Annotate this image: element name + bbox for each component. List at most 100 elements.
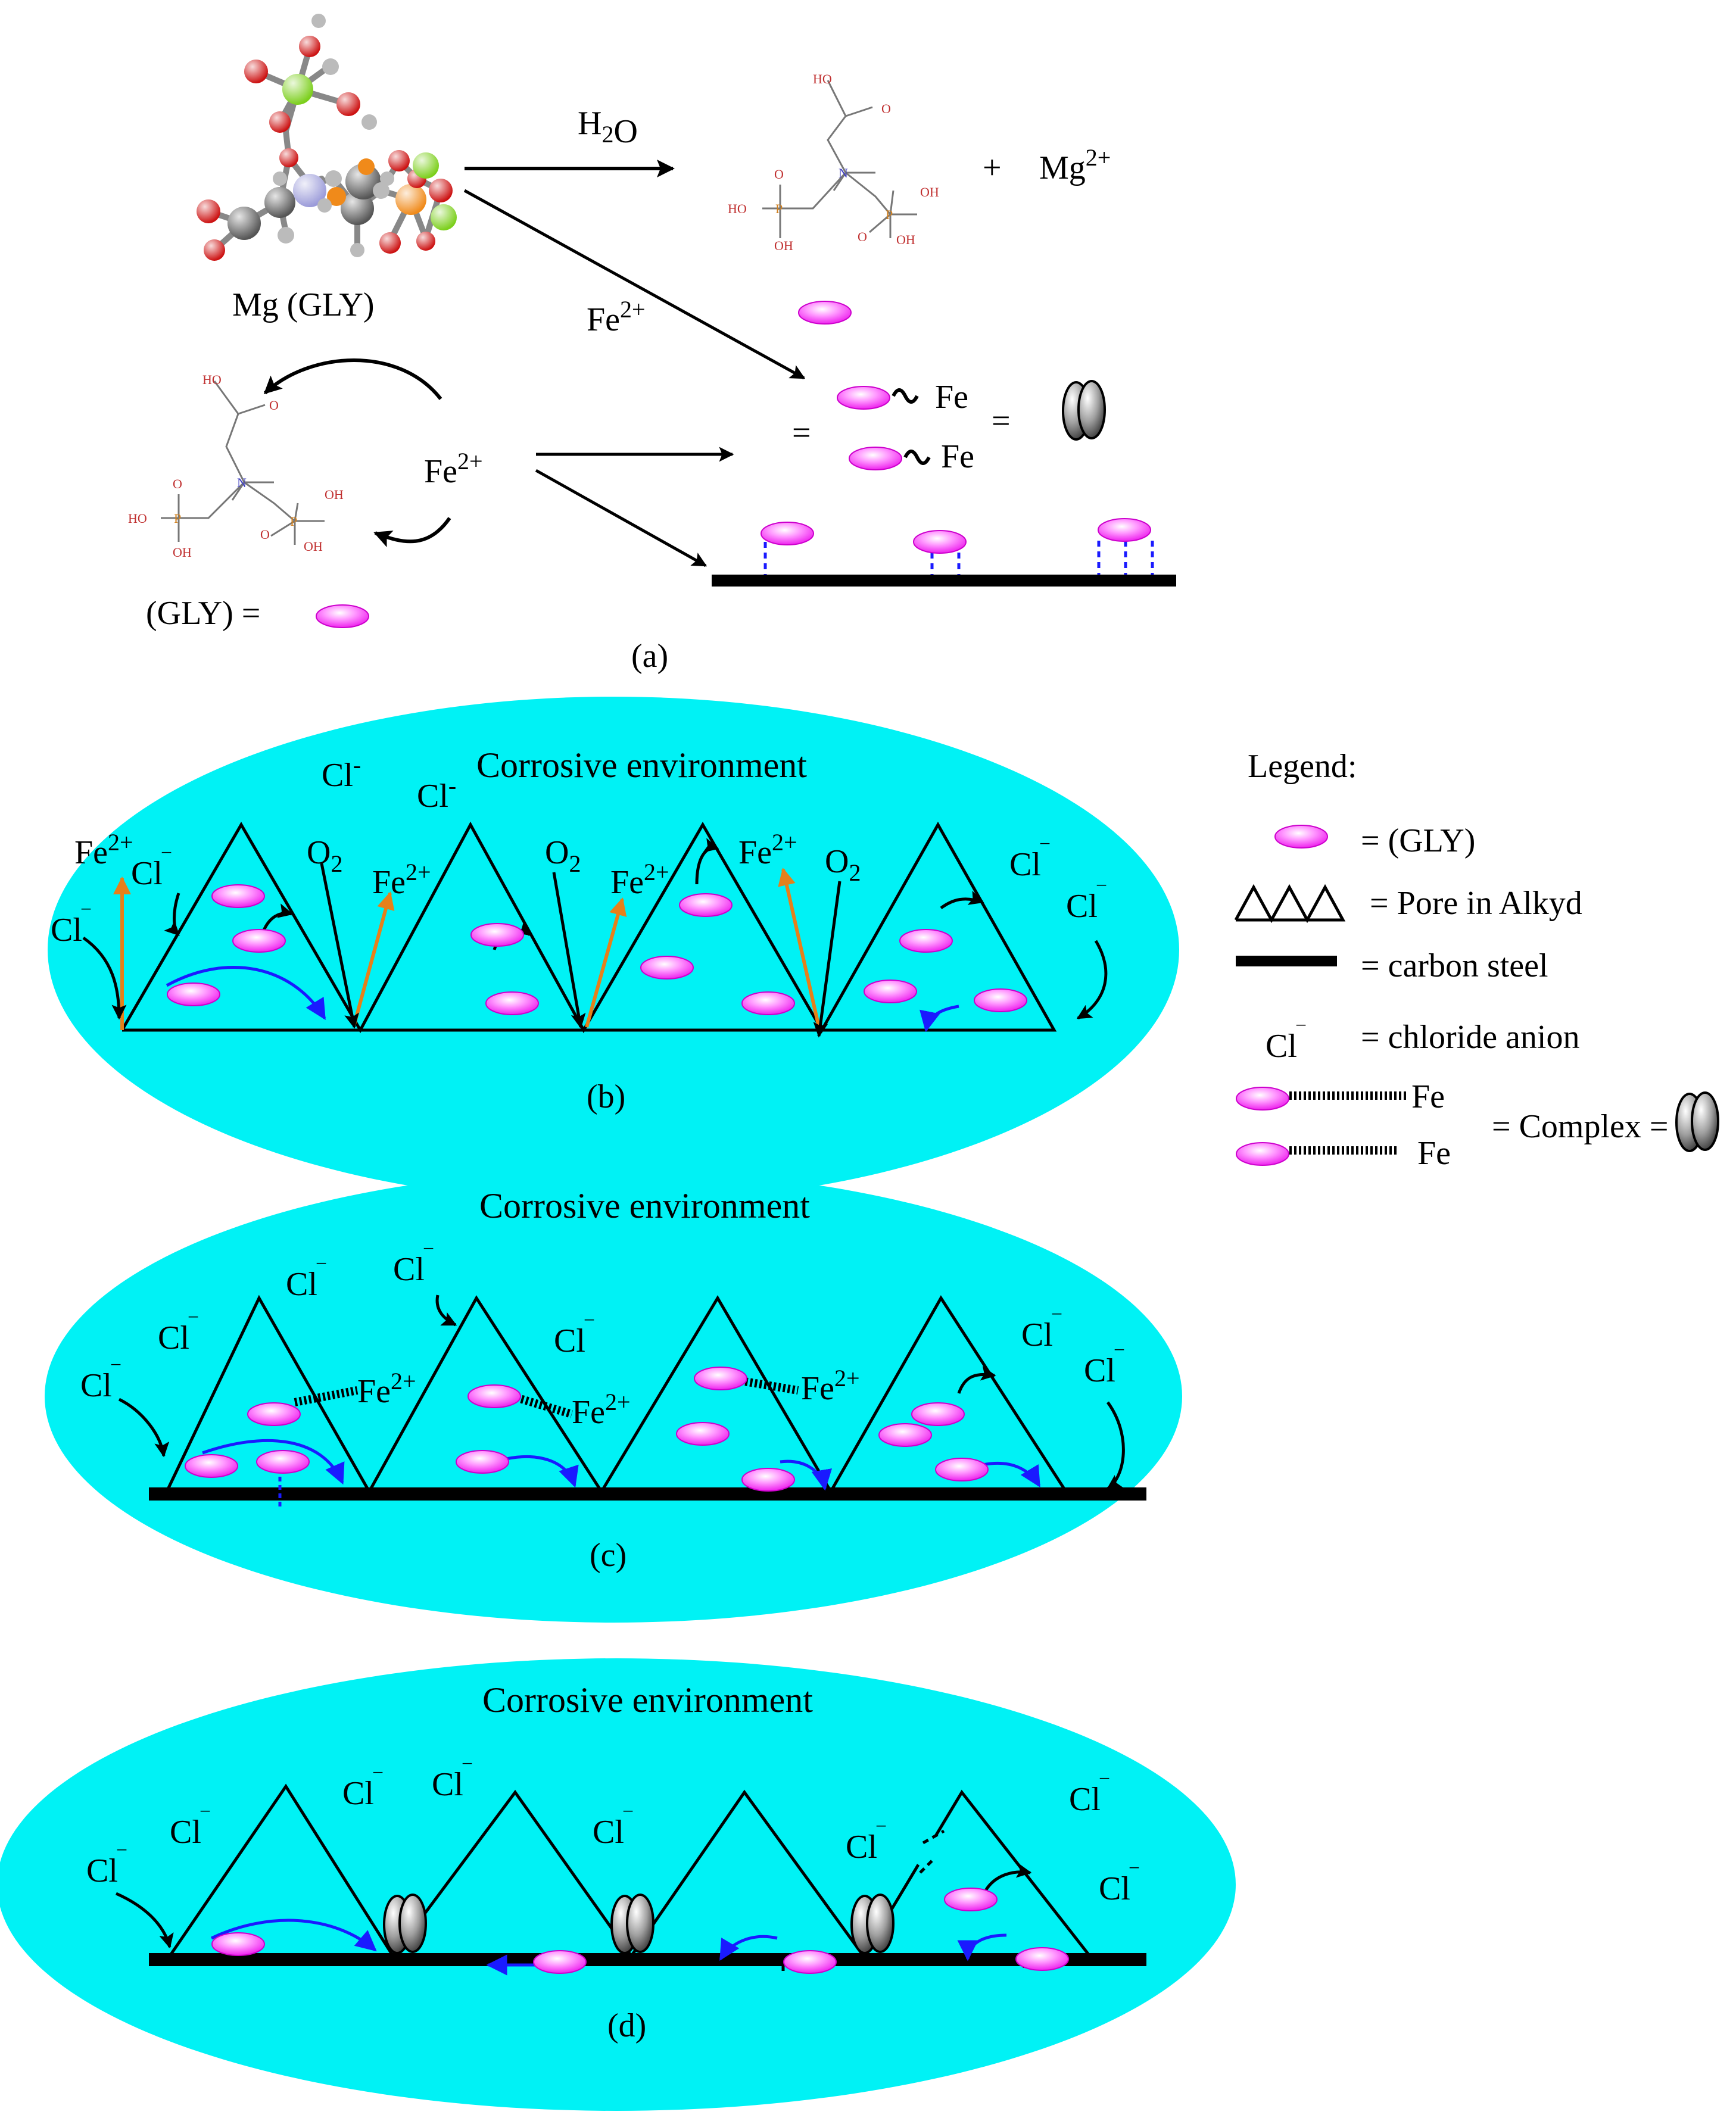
gly-ellipse	[798, 301, 852, 325]
environment-label-c: Corrosive environment	[479, 1186, 810, 1225]
panel-c-label: (c)	[590, 1537, 627, 1574]
equals-sign-2: =	[992, 403, 1011, 439]
oxygen-labels-b: O2 O2 O2	[307, 834, 861, 886]
chelation-arrow-top	[263, 358, 442, 400]
water-label: H2O	[578, 105, 638, 150]
svg-text:Cl‾: Cl‾	[80, 1362, 121, 1404]
fe-labels-b: Fe2+ Fe2+ Fe2+ Fe2+	[74, 829, 797, 901]
oxygen-arrows-b	[82, 838, 1108, 1038]
svg-text:Fe2+: Fe2+	[610, 859, 669, 901]
legend-complex-icon	[1675, 1091, 1719, 1152]
svg-text:Cl‾: Cl‾	[846, 1823, 886, 1866]
gly-ellipse	[316, 604, 369, 628]
fe-labels-c: Fe2+ Fe2+ Fe2+	[357, 1365, 860, 1431]
complex-icon	[1062, 380, 1106, 441]
svg-text:O: O	[881, 101, 891, 116]
svg-text:O2: O2	[825, 843, 861, 886]
svg-text:Cl‾: Cl‾	[1066, 882, 1107, 925]
svg-text:Cl‾: Cl‾	[342, 1770, 383, 1812]
wavy-bond-icon	[903, 450, 931, 465]
environment-label-d: Corrosive environment	[482, 1680, 813, 1720]
wavy-bond-icon	[892, 388, 919, 404]
panel-d-label: (d)	[607, 2007, 646, 2044]
panel-c: Corrosive environment Cl‾ Cl‾ Cl‾ Cl‾ Cl…	[45, 1170, 1182, 1623]
legend-pore-icon	[1234, 884, 1346, 924]
breach-dashes	[919, 1829, 945, 1874]
svg-text:Cl‾: Cl‾	[1084, 1347, 1124, 1389]
glyphosate-atoms-top: HO O N O P HO OH P OH O OH	[728, 71, 939, 253]
glyphosate-atoms-left: HO O N O P HO OH P OH O OH	[128, 372, 344, 560]
glyphosate-structure-top	[762, 80, 917, 238]
svg-text:Cl‾: Cl‾	[170, 1808, 210, 1851]
svg-text:P: P	[775, 201, 783, 216]
svg-text:HO: HO	[728, 201, 747, 216]
legend-pore-label: = Pore in Alkyd	[1370, 885, 1582, 922]
svg-text:Cl‾: Cl‾	[393, 1246, 434, 1288]
panel-a: Mg (GLY) H2O HO O N O P HO OH P OH	[128, 14, 1176, 675]
equals-sign-1: =	[792, 414, 811, 451]
svg-text:Fe2+: Fe2+	[738, 829, 797, 871]
svg-text:HO: HO	[813, 71, 832, 86]
panel-d: Corrosive environment Cl‾ Cl‾ Cl‾ Cl‾ Cl…	[0, 1658, 1236, 2111]
svg-text:OH: OH	[325, 487, 344, 502]
svg-text:Cl‾: Cl‾	[1009, 841, 1050, 883]
svg-text:O: O	[173, 476, 182, 491]
legend: Legend: = (GLY) = Pore in Alkyd = carbon…	[1234, 748, 1719, 1172]
blue-arrows-c	[202, 1439, 1041, 1491]
legend-title: Legend:	[1248, 748, 1357, 785]
fe-ion-label-left: Fe2+	[424, 448, 483, 490]
svg-text:P: P	[174, 511, 181, 526]
plus-sign: +	[983, 149, 1002, 186]
svg-text:OH: OH	[896, 232, 915, 247]
svg-text:O2: O2	[307, 834, 342, 877]
svg-text:Cl-: Cl-	[417, 772, 456, 815]
svg-text:Cl‾: Cl‾	[554, 1317, 594, 1359]
panel-a-label: (a)	[631, 638, 668, 675]
corrosive-environment-b	[48, 697, 1179, 1203]
blue-diffusion-arrows-b	[166, 966, 959, 1033]
svg-text:O: O	[774, 167, 784, 182]
svg-text:Cl-: Cl-	[322, 751, 361, 794]
glyphosate-structure-left	[161, 380, 325, 545]
mg-gly-molecule-model	[197, 14, 457, 261]
panel-b: Corrosive environment Cl- Cl- Cl‾ Cl‾ Cl…	[48, 697, 1179, 1203]
legend-fe-label-2: Fe	[1417, 1135, 1451, 1172]
corrosive-environment-d	[0, 1658, 1236, 2111]
chloride-labels-d: Cl‾ Cl‾ Cl‾ Cl‾ Cl‾ Cl‾ Cl‾ Cl‾	[86, 1761, 1139, 1907]
alkyd-pores-b	[120, 821, 1057, 1034]
svg-text:Cl‾: Cl‾	[1069, 1776, 1109, 1818]
svg-text:OH: OH	[920, 185, 939, 199]
svg-text:N: N	[839, 166, 848, 180]
chloride-labels-c: Cl‾ Cl‾ Cl‾ Cl‾ Cl‾ Cl‾ Cl‾	[80, 1246, 1124, 1404]
pore-breach-gap	[914, 1834, 942, 1867]
fe-ion-label-diagonal: Fe2+	[587, 296, 646, 338]
carbon-steel-bar-d	[149, 1953, 1146, 1966]
legend-gly-icon	[1236, 1142, 1289, 1166]
svg-text:Fe2+: Fe2+	[801, 1365, 860, 1407]
black-arrows-c	[118, 1294, 1125, 1490]
legend-fe-label-1: Fe	[1411, 1078, 1445, 1115]
svg-text:HO: HO	[128, 511, 147, 526]
fe-label-1: Fe	[935, 379, 968, 416]
fe-diagonal-arrow	[463, 189, 806, 380]
svg-text:P: P	[290, 514, 297, 529]
svg-text:O: O	[858, 229, 867, 244]
svg-text:O2: O2	[545, 834, 581, 877]
legend-chloride-label: = chloride anion	[1361, 1019, 1579, 1056]
adsorbed-gly	[763, 541, 1154, 575]
carbon-steel-bar	[712, 575, 1176, 587]
legend-steel-label: = carbon steel	[1361, 947, 1548, 984]
gly-ellipse	[761, 522, 814, 545]
gly-ellipse	[913, 530, 967, 554]
fe-label-2: Fe	[941, 438, 974, 475]
gly-ellipse	[849, 447, 902, 470]
legend-chloride-symbol: Cl‾	[1266, 1022, 1306, 1065]
gly-ellipse	[1098, 518, 1151, 542]
gly-definition-label: (GLY) =	[146, 595, 260, 632]
environment-label-b: Corrosive environment	[476, 745, 807, 785]
legend-steel-icon	[1236, 956, 1337, 966]
svg-text:N: N	[237, 475, 247, 490]
svg-text:Cl‾: Cl‾	[1099, 1865, 1139, 1907]
svg-text:Cl‾: Cl‾	[593, 1808, 633, 1851]
